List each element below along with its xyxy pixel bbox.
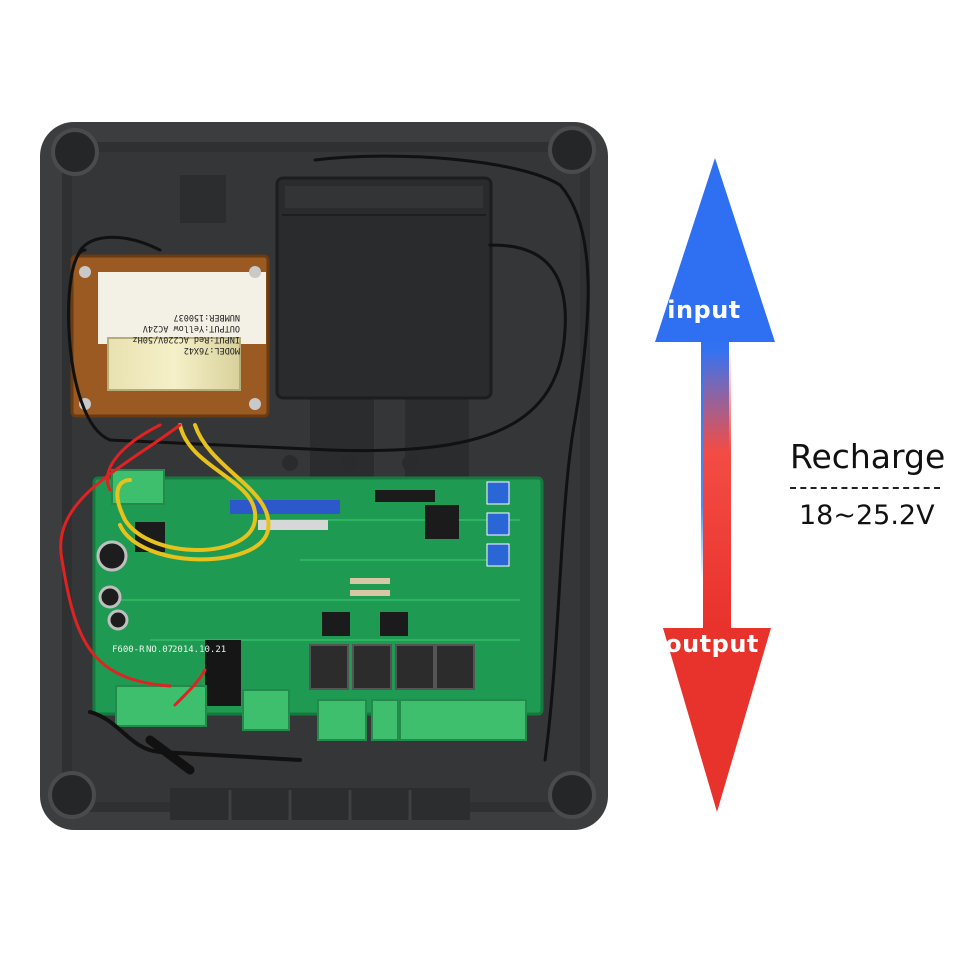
recharge-divider <box>790 487 940 489</box>
relay <box>309 644 349 690</box>
capacitor <box>96 540 128 572</box>
trimmer-potentiometer[interactable] <box>486 481 510 505</box>
board-date-label: 2014.10.21 <box>172 645 226 655</box>
transformer: MODEL:76X42 INPUT:Red AC220V/50Hz OUTPUT… <box>70 254 270 418</box>
terminal-block <box>111 469 165 505</box>
terminal-block <box>242 689 290 731</box>
terminal-block <box>371 699 399 741</box>
trimmer-potentiometer[interactable] <box>486 512 510 536</box>
recharge-title: Recharge <box>790 437 946 476</box>
corner-screw-top-left <box>51 128 99 176</box>
relay <box>395 644 435 690</box>
transformer-label-line2: INPUT:Red AC220V/50Hz <box>133 334 240 344</box>
corner-screw-bottom-right <box>548 771 596 819</box>
arrow-up-head <box>655 158 775 342</box>
arrow-input-label: input <box>667 296 741 324</box>
terminal-block <box>399 699 527 741</box>
trimmer-potentiometer[interactable] <box>486 543 510 567</box>
wires <box>59 154 590 775</box>
relay <box>352 644 392 690</box>
transformer-label-line1: MODEL:76X42 <box>184 345 240 355</box>
transformer-label-line4: NUMBER:150037 <box>173 312 240 322</box>
board-number-label: NO.07 <box>146 645 173 655</box>
circuit-board: F600-R NO.07 2014.10.21 <box>92 469 544 741</box>
corner-screw-top-right <box>548 126 596 174</box>
arrow-red-shaft <box>703 350 731 640</box>
terminal-block <box>115 685 207 727</box>
corner-screw-bottom-left <box>48 771 96 819</box>
transformer-label-line3: OUTPUT:Yellow AC24V <box>143 323 240 333</box>
board-model-label: F600-R <box>112 645 145 655</box>
recharge-voltage-range: 18~25.2V <box>799 500 935 531</box>
relay <box>435 644 475 690</box>
arrow-down-head <box>663 628 771 812</box>
terminal-block <box>317 699 367 741</box>
battery-box <box>275 176 493 400</box>
capacitor <box>98 585 122 609</box>
capacitor <box>107 609 129 631</box>
arrow-output-label: output <box>665 630 759 658</box>
double-arrow <box>655 158 775 812</box>
